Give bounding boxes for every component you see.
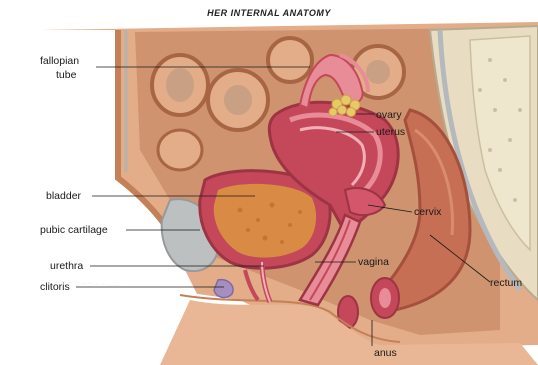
label-bladder: bladder (46, 190, 82, 202)
label-clitoris: clitoris (40, 281, 70, 293)
intestine-loop (158, 130, 202, 170)
label-ovary: ovary (376, 109, 402, 121)
clitoris (214, 280, 233, 298)
label-anus: anus (374, 347, 397, 359)
intestine-loop (268, 38, 312, 82)
label-uterus: uterus (376, 126, 405, 138)
label-pubic-cartilage: pubic cartilage (40, 224, 108, 236)
label-vagina: vagina (358, 256, 389, 268)
label-fallopian-tube-1: fallopian (40, 55, 79, 67)
label-urethra: urethra (50, 260, 83, 272)
label-rectum: rectum (490, 277, 522, 289)
label-cervix: cervix (414, 206, 442, 218)
label-fallopian-tube-2: tube (56, 69, 77, 81)
